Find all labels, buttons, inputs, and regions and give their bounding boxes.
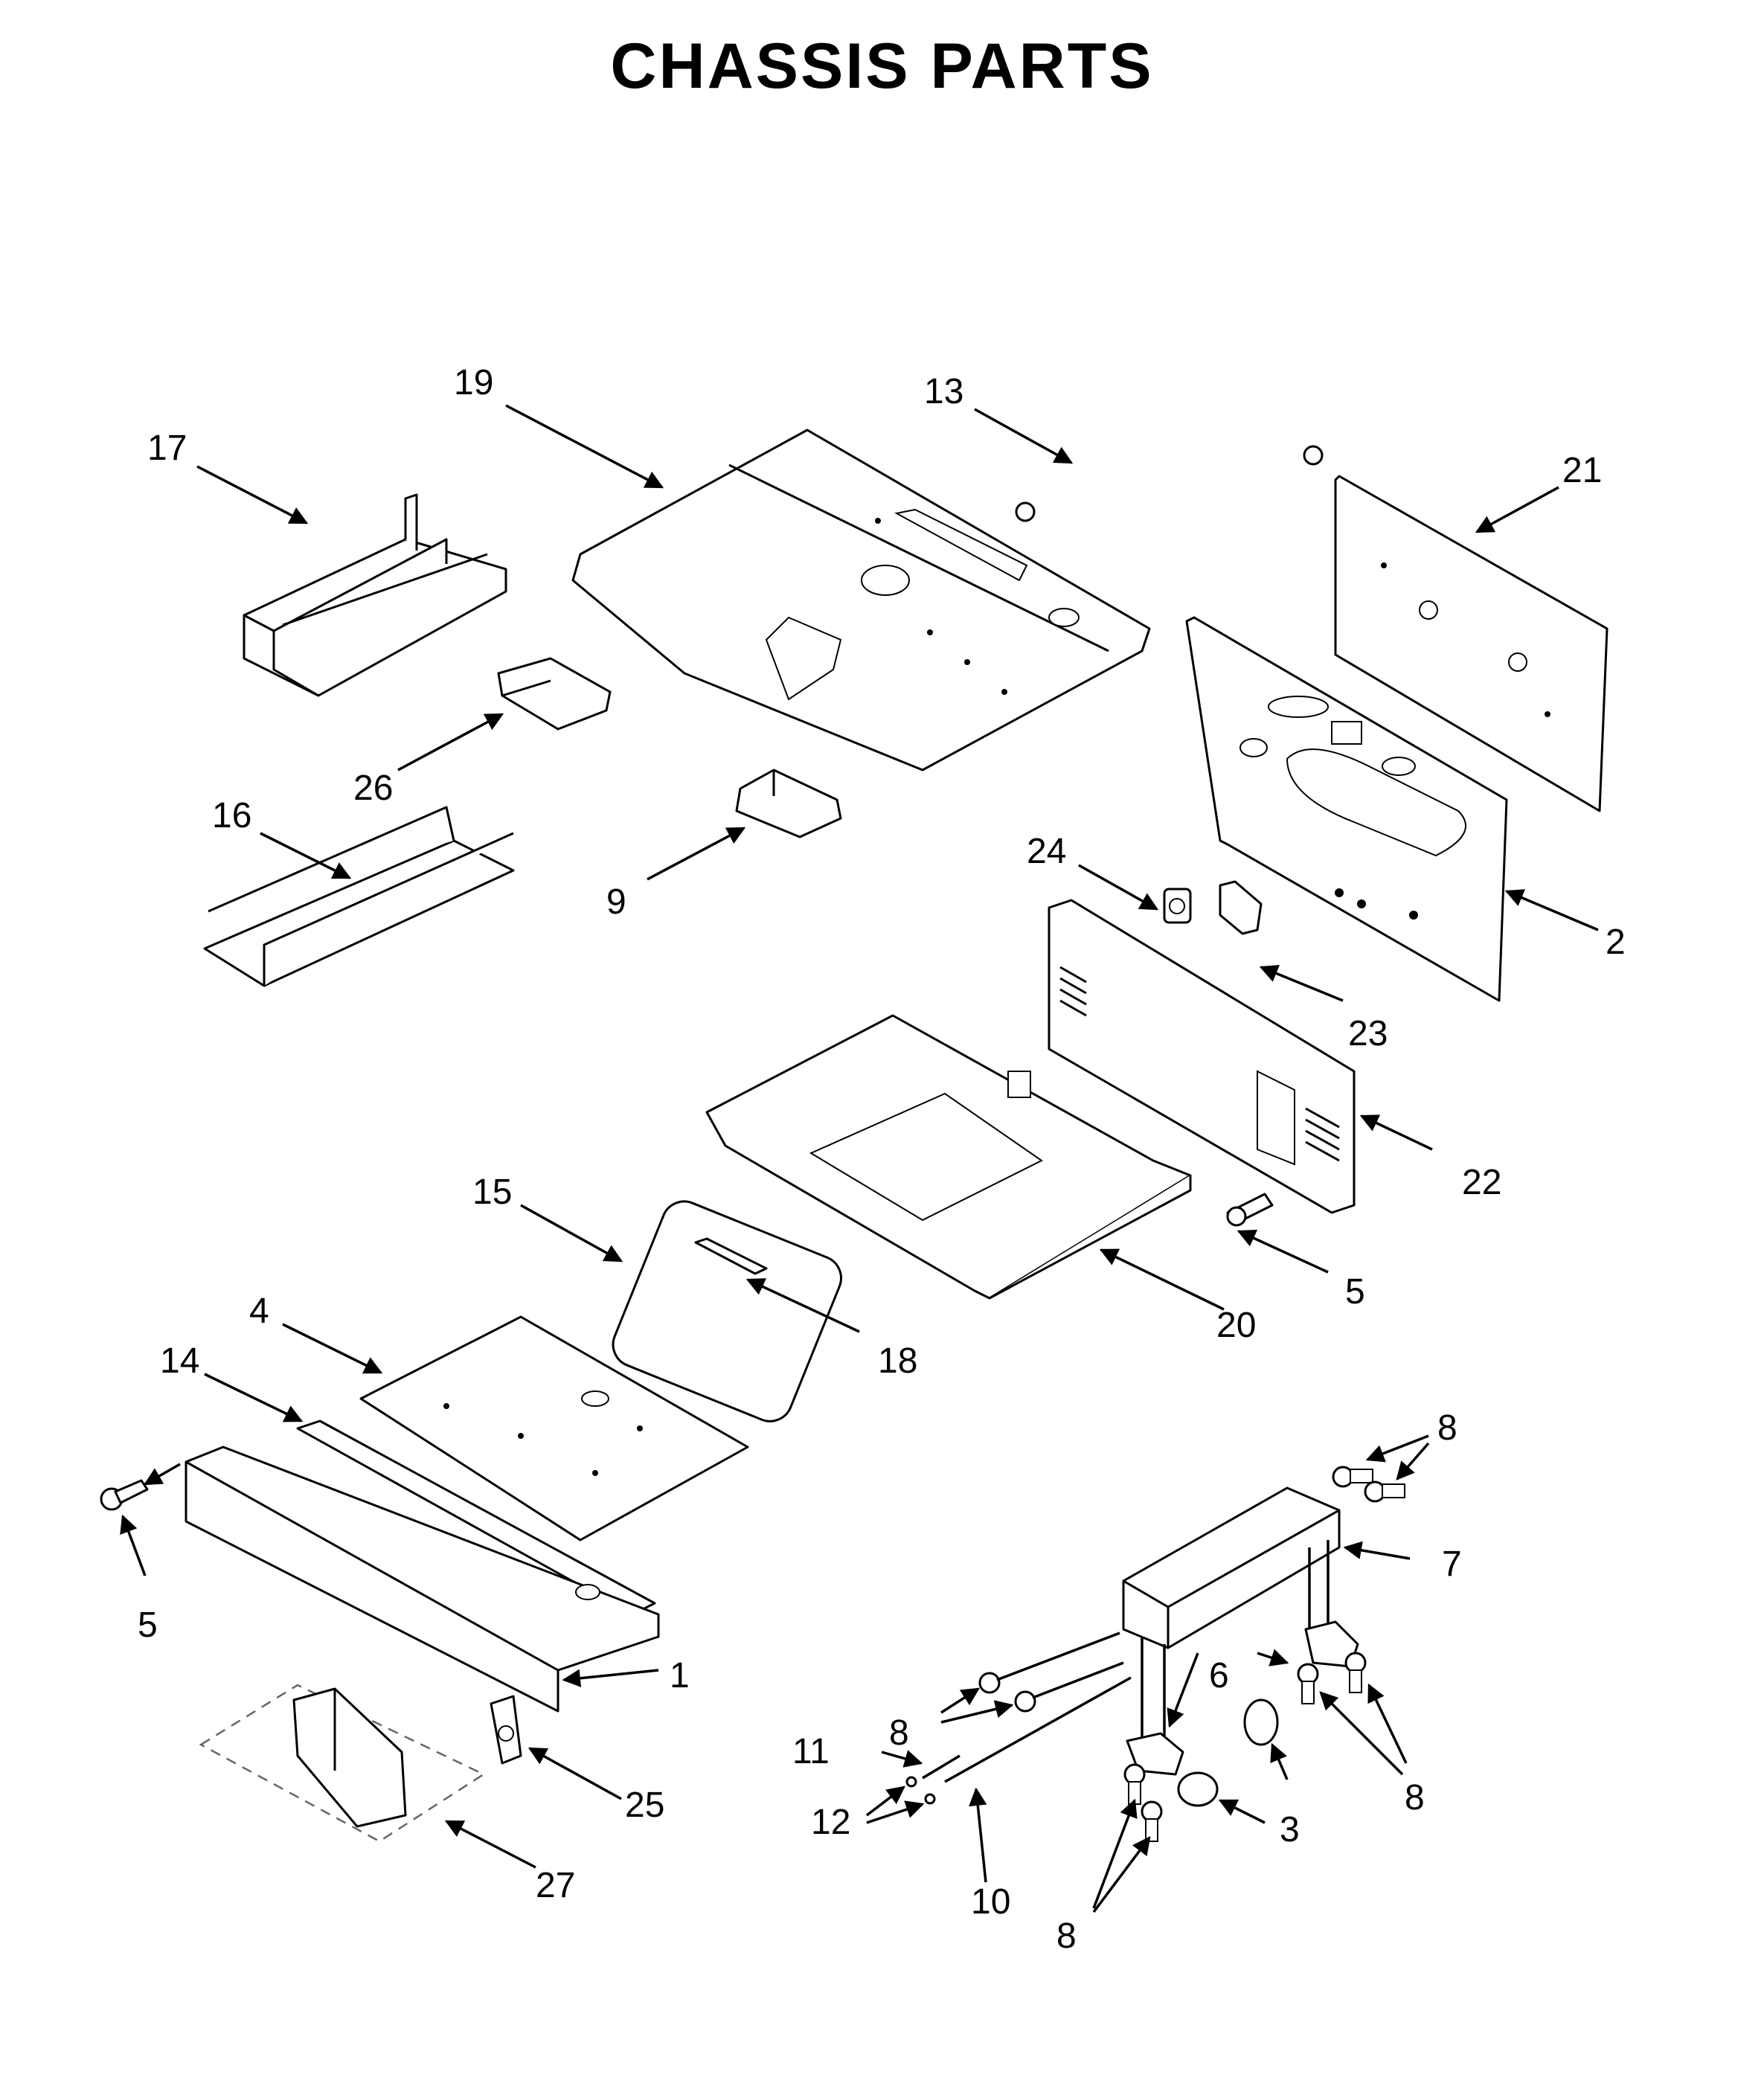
- part-22-side-panel: [1048, 899, 1356, 1214]
- callout-24: 24: [1027, 832, 1066, 871]
- part-5-screw-left: [100, 1479, 149, 1511]
- part-21-back-panel: [1334, 475, 1609, 812]
- part-8-bolts: [978, 1466, 1405, 1842]
- part-17-bracket: [243, 493, 507, 697]
- leader-arrows: [120, 404, 1599, 1913]
- callout-25: 25: [625, 1786, 664, 1825]
- callout-8-right: 8: [1405, 1778, 1425, 1818]
- part-20-tray: [705, 1014, 1192, 1300]
- callout-14: 14: [160, 1341, 199, 1381]
- part-14-strip: [296, 1419, 656, 1616]
- part-27-box: [199, 1684, 486, 1843]
- part-23-clip: [1219, 880, 1263, 935]
- callout-5-left: 5: [138, 1605, 158, 1645]
- callout-27: 27: [536, 1866, 575, 1905]
- callout-13: 13: [924, 372, 963, 411]
- part-7-leg-bracket: [1122, 1486, 1341, 1741]
- part-16-rails: [203, 806, 515, 987]
- callout-16: 16: [212, 796, 251, 835]
- callout-15: 15: [472, 1172, 512, 1212]
- part-3-caster-a: [1243, 1698, 1279, 1746]
- callout-7: 7: [1442, 1544, 1462, 1584]
- part-4-plate: [359, 1315, 749, 1541]
- callout-2: 2: [1606, 923, 1626, 962]
- part-2-rear-frame: [1185, 616, 1508, 1002]
- callout-20: 20: [1216, 1306, 1256, 1345]
- part-11-pin: [922, 1754, 960, 1780]
- callout-1: 1: [670, 1656, 690, 1695]
- part-13-tube: [1015, 378, 1324, 522]
- callout-23: 23: [1348, 1014, 1388, 1053]
- part-5-screw-right: [1226, 1193, 1274, 1227]
- callout-22: 22: [1462, 1163, 1501, 1202]
- callout-4: 4: [249, 1292, 269, 1331]
- part-9-bracket: [735, 769, 842, 838]
- part-10-rod: [944, 1676, 1132, 1783]
- callout-10: 10: [971, 1882, 1010, 1922]
- callout-19: 19: [454, 363, 493, 402]
- callout-8-top: 8: [1437, 1408, 1457, 1448]
- part-3-caster-b: [1177, 1771, 1219, 1807]
- callout-6: 6: [1209, 1656, 1229, 1695]
- diagram-title: CHASSIS PARTS: [610, 31, 1154, 102]
- callout-5-right: 5: [1345, 1272, 1365, 1312]
- part-15-frame: [612, 1200, 842, 1422]
- part-18-strip: [694, 1237, 768, 1275]
- part-1-front-rail: [185, 1446, 660, 1713]
- part-6-foot: [1126, 1620, 1359, 1776]
- part-25-latch: [490, 1695, 522, 1765]
- part-26-bracket: [497, 657, 612, 731]
- callout-26: 26: [353, 769, 393, 808]
- callout-8-bottom: 8: [1056, 1916, 1077, 1956]
- callout-11: 11: [792, 1732, 830, 1771]
- part-24-valve: [1163, 888, 1192, 924]
- part-19-base-pan: [571, 429, 1151, 771]
- callout-8-mid: 8: [889, 1713, 909, 1753]
- callout-9: 9: [606, 882, 626, 922]
- callout-18: 18: [878, 1341, 917, 1381]
- callout-12: 12: [811, 1803, 850, 1842]
- callout-3: 3: [1280, 1810, 1300, 1849]
- callout-17: 17: [147, 429, 187, 468]
- callout-21: 21: [1562, 451, 1602, 490]
- part-12-pins: [905, 1776, 936, 1805]
- callout-labels: 19 13 17 21 26 16 9 24 2 23 22 15 5 20 1…: [138, 363, 1626, 1956]
